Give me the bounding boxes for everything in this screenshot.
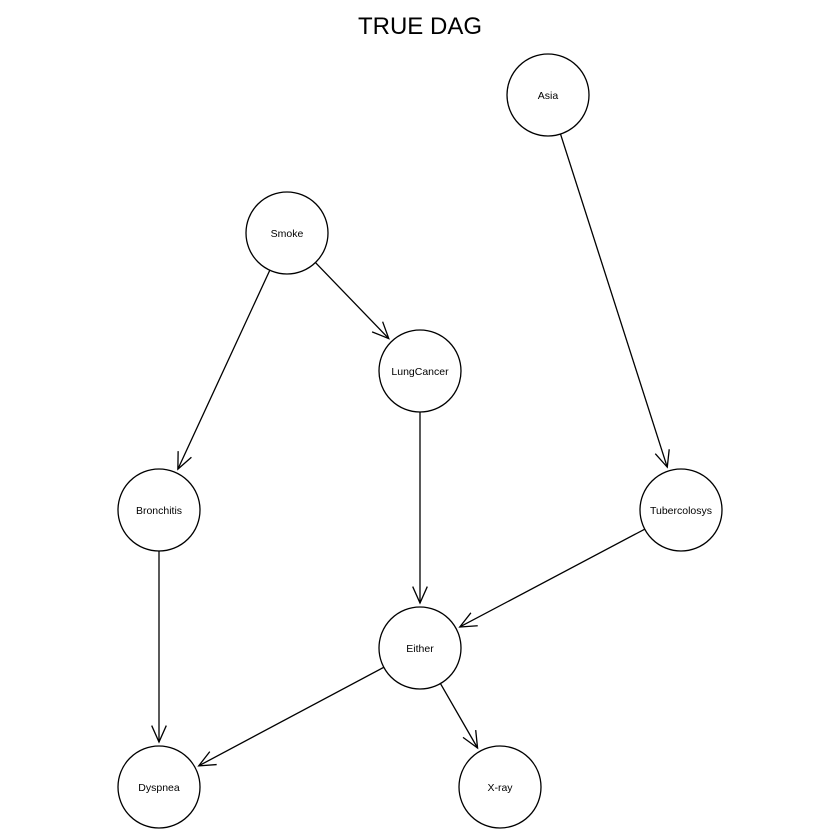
edge-line	[459, 528, 646, 628]
node-label: X-ray	[487, 782, 513, 794]
arrowhead-icon	[151, 725, 167, 744]
node-label: Asia	[538, 90, 559, 102]
arrowhead-icon	[462, 730, 479, 750]
edge-line	[177, 269, 271, 470]
node-label: LungCancer	[391, 366, 449, 378]
edge-line	[198, 666, 385, 767]
arrowhead-icon	[197, 751, 217, 767]
node-smoke: Smoke	[245, 191, 329, 275]
edge-line	[314, 262, 390, 340]
arrowhead-icon	[177, 451, 192, 471]
node-xray: X-ray	[458, 745, 542, 829]
arrowhead-icon	[458, 612, 478, 628]
edge-line	[439, 683, 479, 749]
node-lungcancer: LungCancer	[378, 329, 462, 413]
edge-lungcancer-to-either	[412, 412, 428, 605]
node-circle	[117, 468, 201, 552]
arrowhead-icon	[412, 586, 428, 605]
edge-tubercolosys-to-either	[458, 528, 646, 628]
node-label: Either	[406, 643, 434, 655]
node-tubercolosys: Tubercolosys	[639, 468, 723, 552]
node-either: Either	[378, 606, 462, 690]
node-circle	[245, 191, 329, 275]
arrowhead-icon	[371, 321, 390, 340]
node-circle	[458, 745, 542, 829]
node-label: Tubercolosys	[650, 505, 712, 517]
node-circle	[378, 329, 462, 413]
edge-bronchitis-to-dyspnea	[151, 551, 167, 744]
node-label: Dyspnea	[138, 782, 180, 794]
edge-asia-to-tubercolosys	[559, 133, 670, 469]
node-label: Bronchitis	[136, 505, 182, 517]
node-circle	[506, 53, 590, 137]
edges-layer	[151, 133, 670, 767]
diagram-title: TRUE DAG	[358, 13, 482, 40]
edge-smoke-to-bronchitis	[177, 269, 271, 471]
arrowhead-icon	[654, 449, 670, 469]
edge-line	[559, 133, 668, 468]
node-circle	[117, 745, 201, 829]
edge-either-to-xray	[439, 683, 479, 750]
node-label: Smoke	[271, 228, 304, 240]
node-circle	[639, 468, 723, 552]
node-asia: Asia	[506, 53, 590, 137]
node-dyspnea: Dyspnea	[117, 745, 201, 829]
node-bronchitis: Bronchitis	[117, 468, 201, 552]
edge-either-to-dyspnea	[197, 666, 385, 767]
node-circle	[378, 606, 462, 690]
edge-smoke-to-lungcancer	[314, 262, 390, 340]
